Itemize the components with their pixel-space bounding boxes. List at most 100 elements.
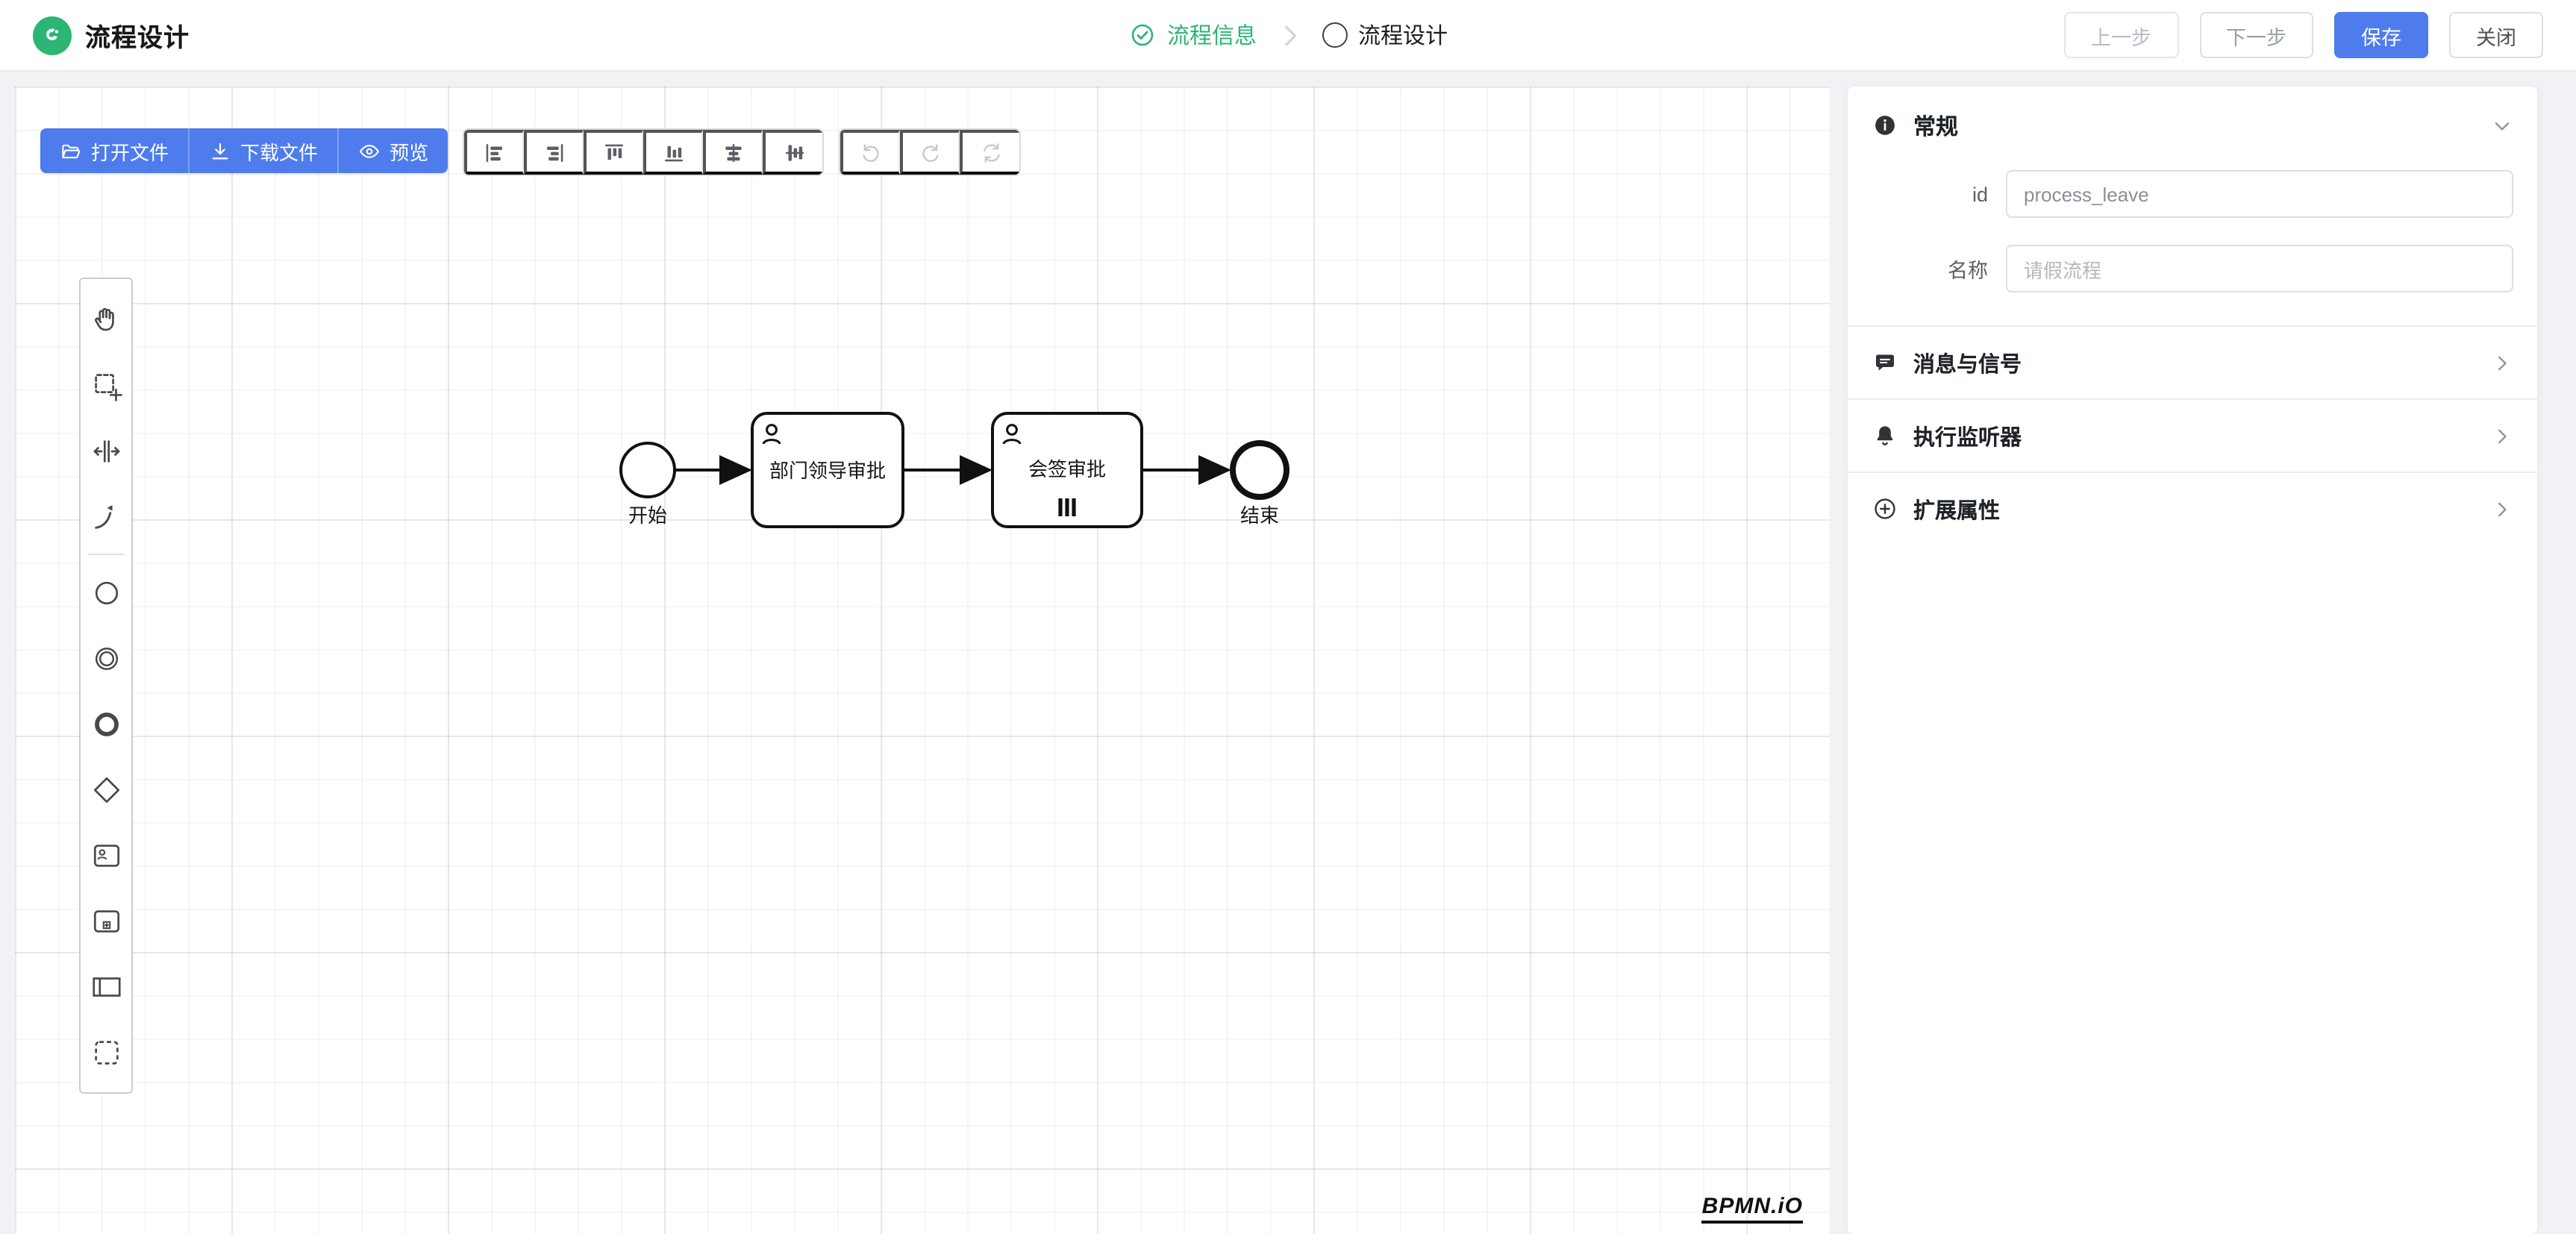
file-button-group: 打开文件 下载文件 预览 bbox=[40, 128, 448, 173]
redo-button[interactable] bbox=[900, 130, 960, 175]
section-execution-listeners[interactable]: 执行监听器 bbox=[1848, 398, 2537, 472]
form-row-id: id bbox=[1872, 170, 2513, 218]
open-file-label: 打开文件 bbox=[91, 141, 169, 163]
multi-instance-marker-icon bbox=[1058, 498, 1076, 516]
create-group[interactable] bbox=[82, 1019, 130, 1085]
node-end-event[interactable]: 结束 bbox=[1230, 440, 1289, 527]
page-title: 流程设计 bbox=[85, 24, 190, 52]
node-label: 开始 bbox=[628, 504, 667, 527]
align-left-icon bbox=[486, 142, 503, 162]
chevron-right-icon bbox=[2498, 355, 2507, 370]
intermediate-event-icon bbox=[94, 646, 118, 670]
lasso-tool-icon bbox=[94, 373, 122, 401]
bpmn-diagram: 开始 部门领导审批 会签审批 bbox=[619, 412, 1289, 528]
canvas-toolbar: 打开文件 下载文件 预览 bbox=[40, 128, 1022, 176]
brand: 流程设计 bbox=[33, 16, 190, 54]
download-icon bbox=[212, 142, 228, 159]
main-content: 打开文件 下载文件 预览 bbox=[0, 72, 2576, 1234]
align-bottom-button[interactable] bbox=[643, 130, 704, 175]
space-tool[interactable] bbox=[82, 418, 130, 483]
section-general-title: 常规 bbox=[1913, 114, 1959, 140]
step-process-design[interactable]: 流程设计 bbox=[1322, 19, 1448, 51]
header-actions: 上一步 下一步 保存 关闭 bbox=[2064, 12, 2543, 58]
bpmn-palette bbox=[79, 278, 133, 1094]
hand-tool[interactable] bbox=[82, 286, 130, 352]
undo-button[interactable] bbox=[840, 130, 901, 175]
section-label: 消息与信号 bbox=[1913, 353, 2022, 377]
bpmn-canvas[interactable]: 打开文件 下载文件 预览 bbox=[15, 87, 1830, 1234]
user-icon bbox=[762, 424, 781, 445]
participant-icon bbox=[92, 977, 120, 996]
align-bottom-icon bbox=[665, 145, 684, 161]
prev-step-button[interactable]: 上一步 bbox=[2064, 12, 2178, 58]
create-end-event[interactable] bbox=[82, 691, 130, 757]
process-id-input[interactable] bbox=[2006, 170, 2513, 218]
end-event-icon bbox=[94, 712, 118, 736]
align-right-button[interactable] bbox=[524, 130, 584, 175]
section-label: 执行监听器 bbox=[1913, 426, 2022, 450]
section-label: 扩展属性 bbox=[1913, 499, 2000, 523]
gateway-icon bbox=[93, 776, 119, 803]
brand-logo-icon bbox=[33, 16, 72, 54]
general-form: id 名称 bbox=[1848, 164, 2537, 325]
hand-tool-icon bbox=[94, 307, 113, 331]
subprocess-icon bbox=[93, 909, 119, 932]
save-button[interactable]: 保存 bbox=[2334, 12, 2428, 58]
align-center-horizontal-button[interactable] bbox=[703, 130, 763, 175]
palette-separator bbox=[88, 554, 124, 555]
download-file-label: 下载文件 bbox=[240, 141, 319, 163]
create-gateway[interactable] bbox=[82, 757, 130, 822]
undo-icon bbox=[863, 143, 879, 162]
bpmn-io-watermark[interactable]: BPMN.iO bbox=[1701, 1194, 1803, 1224]
section-messages-signals[interactable]: 消息与信号 bbox=[1848, 325, 2537, 398]
start-event-icon bbox=[94, 580, 118, 604]
global-connect-tool[interactable] bbox=[82, 483, 130, 549]
empty-circle-icon bbox=[1322, 22, 1348, 48]
process-name-input[interactable] bbox=[2006, 245, 2513, 292]
create-subprocess[interactable] bbox=[82, 888, 130, 953]
folder-open-icon bbox=[62, 143, 81, 158]
node-user-task-1[interactable]: 部门领导审批 bbox=[751, 412, 904, 528]
node-start-event[interactable]: 开始 bbox=[619, 442, 676, 527]
create-intermediate-event[interactable] bbox=[82, 625, 130, 691]
chevron-down-icon bbox=[2495, 122, 2510, 130]
align-top-icon bbox=[605, 143, 624, 160]
space-tool-icon bbox=[93, 439, 119, 462]
node-user-task-2[interactable]: 会签审批 bbox=[991, 412, 1143, 528]
open-file-button[interactable]: 打开文件 bbox=[40, 128, 190, 173]
user-task-icon bbox=[93, 844, 119, 866]
chevron-right-separator-icon bbox=[1275, 20, 1304, 50]
redo-icon bbox=[922, 143, 939, 162]
create-task[interactable] bbox=[82, 822, 130, 888]
message-icon bbox=[1876, 354, 1894, 371]
section-general-header[interactable]: 常规 bbox=[1848, 87, 2537, 164]
check-circle-icon bbox=[1131, 24, 1154, 46]
close-button[interactable]: 关闭 bbox=[2449, 12, 2543, 58]
align-right-icon bbox=[547, 142, 563, 162]
node-label: 会签审批 bbox=[1028, 458, 1106, 480]
download-file-button[interactable]: 下载文件 bbox=[190, 128, 340, 173]
align-center-vertical-button[interactable] bbox=[763, 130, 823, 175]
id-label: id bbox=[1972, 183, 1988, 205]
wizard-steps: 流程信息 流程设计 bbox=[1128, 0, 1448, 70]
step-label: 流程设计 bbox=[1358, 24, 1448, 49]
create-participant[interactable] bbox=[82, 953, 130, 1019]
form-row-name: 名称 bbox=[1872, 245, 2513, 292]
refresh-button[interactable] bbox=[960, 130, 1020, 175]
node-label: 部门领导审批 bbox=[769, 460, 886, 482]
align-top-button[interactable] bbox=[584, 130, 644, 175]
name-label: 名称 bbox=[1948, 260, 1988, 282]
step-process-info[interactable]: 流程信息 bbox=[1128, 19, 1257, 51]
properties-panel: 常规 id 名称 消息与信号 执行监听器 bbox=[1848, 87, 2537, 1234]
preview-button[interactable]: 预览 bbox=[339, 128, 448, 173]
node-label: 结束 bbox=[1240, 504, 1279, 527]
refresh-icon bbox=[983, 142, 999, 162]
align-left-button[interactable] bbox=[464, 130, 525, 175]
align-button-group bbox=[463, 128, 825, 176]
section-extended-attributes[interactable]: 扩展属性 bbox=[1848, 472, 2537, 545]
next-step-button[interactable]: 下一步 bbox=[2199, 12, 2313, 58]
lasso-tool[interactable] bbox=[82, 352, 130, 418]
chevron-right-icon bbox=[2498, 501, 2507, 516]
create-start-event[interactable] bbox=[82, 560, 130, 625]
